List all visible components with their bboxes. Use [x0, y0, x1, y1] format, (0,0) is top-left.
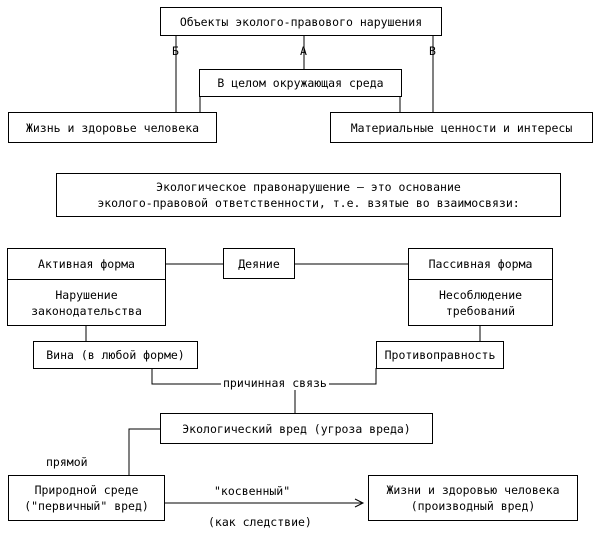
causal-link-label: причинная связь — [221, 376, 329, 390]
connector-direct — [128, 428, 160, 475]
passive-form-header: Пассивная форма — [409, 249, 552, 280]
guilt-text: Вина (в любой форме) — [46, 348, 185, 362]
material-values-box: Материальные ценности и интересы — [330, 112, 593, 143]
as-consequence-label: (как следствие) — [208, 515, 312, 529]
passive-violation-line2: требований — [445, 303, 516, 318]
unlawfulness-box: Противоправность — [376, 341, 504, 369]
connector-guilt-harm — [151, 368, 296, 413]
nature-harm-box: Природной среде ("первичный" вред) — [8, 475, 165, 521]
nature-harm-line2: ("первичный" вред) — [24, 499, 149, 513]
active-form-label: Активная форма — [38, 257, 135, 271]
material-values-text: Материальные ценности и интересы — [350, 120, 573, 135]
deed-box: Деяние — [223, 248, 295, 279]
passive-form-box: Пассивная форма Несоблюдение требований — [408, 248, 553, 326]
active-violation-line2: законодательства — [31, 303, 142, 318]
passive-violation-line1: Несоблюдение — [438, 287, 523, 302]
active-form-header: Активная форма — [8, 249, 165, 280]
deed-text: Деяние — [238, 256, 280, 271]
human-harm-line1: Жизни и здоровью человека — [386, 483, 560, 497]
life-health-text: Жизнь и здоровье человека — [25, 120, 200, 135]
definition-box: Экологическое правонарушение – это основ… — [56, 173, 561, 217]
indirect-label: "косвенный" — [214, 484, 291, 498]
environment-text: В целом окружающая среда — [217, 76, 384, 90]
human-harm-box: Жизни и здоровью человека (производный в… — [368, 475, 578, 521]
objects-title-box: Объекты эколого-правового нарушения — [160, 7, 442, 36]
guilt-box: Вина (в любой форме) — [33, 341, 198, 369]
label-v: В — [429, 44, 436, 58]
direct-label: прямой — [46, 455, 88, 469]
environment-box: В целом окружающая среда — [199, 69, 402, 97]
eco-harm-text: Экологический вред (угроза вреда) — [182, 421, 411, 436]
label-b: Б — [172, 44, 179, 58]
eco-harm-box: Экологический вред (угроза вреда) — [160, 413, 433, 444]
unlawfulness-text: Противоправность — [384, 348, 496, 362]
nature-harm-line1: Природной среде — [34, 483, 139, 497]
human-harm-line2: (производный вред) — [410, 499, 536, 513]
arrowhead-icon — [354, 498, 365, 508]
active-violation-line1: Нарушение — [55, 287, 118, 302]
definition-line2: эколого-правовой ответственности, т.е. в… — [97, 196, 520, 210]
passive-violation: Несоблюдение требований — [409, 280, 552, 325]
active-form-box: Активная форма Нарушение законодательств… — [7, 248, 166, 326]
label-a: А — [300, 44, 307, 58]
passive-form-label: Пассивная форма — [428, 257, 533, 271]
active-violation: Нарушение законодательства — [8, 280, 165, 325]
life-health-box: Жизнь и здоровье человека — [8, 112, 217, 143]
definition-line1: Экологическое правонарушение – это основ… — [156, 180, 461, 194]
objects-title: Объекты эколого-правового нарушения — [179, 14, 423, 29]
